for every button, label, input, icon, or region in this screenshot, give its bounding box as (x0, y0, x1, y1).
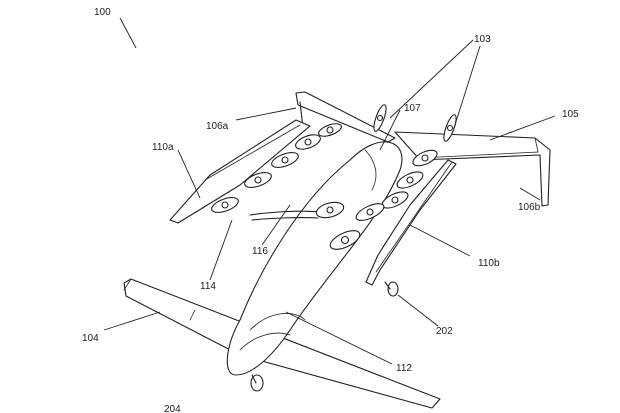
label-112: 112 (396, 363, 412, 374)
label-202: 202 (436, 326, 453, 337)
propeller-rotor-icon (373, 104, 387, 132)
propeller-rotor-icon (318, 123, 342, 137)
label-106b: 106b (518, 202, 541, 213)
propeller-rotor-icon (211, 197, 239, 213)
propeller-rotor-icon (412, 149, 438, 167)
label-116: 116 (252, 246, 268, 257)
propeller-rotor-icon (381, 191, 409, 209)
label-110a: 110a (152, 142, 174, 153)
propeller-rotor-icon (329, 230, 361, 250)
left-boom (169, 119, 311, 224)
right-boom (365, 159, 457, 286)
propeller-rotor-icon (295, 134, 321, 150)
leader-lines (103, 17, 556, 365)
label-107: 107 (404, 103, 421, 114)
label-100: 100 (94, 7, 111, 18)
label-114: 114 (200, 281, 216, 292)
propeller-rotor-icon (244, 172, 272, 188)
propeller-rotor-icon (443, 114, 457, 142)
label-204: 204 (164, 404, 181, 413)
propeller-rotor-icon (271, 152, 299, 168)
propeller-rotor-icon (355, 203, 385, 221)
label-105: 105 (562, 109, 579, 120)
rear-wing (123, 278, 441, 409)
label-106a: 106a (206, 121, 229, 132)
label-103: 103 (474, 34, 491, 45)
label-104: 104 (82, 333, 99, 344)
landing-wheel-icon (384, 281, 399, 297)
propeller-rotor-icon (315, 201, 345, 219)
fuselage (226, 141, 403, 376)
propeller-rotor-icon (396, 171, 424, 189)
label-110b: 110b (478, 258, 500, 269)
landing-wheel-icon (250, 374, 264, 392)
